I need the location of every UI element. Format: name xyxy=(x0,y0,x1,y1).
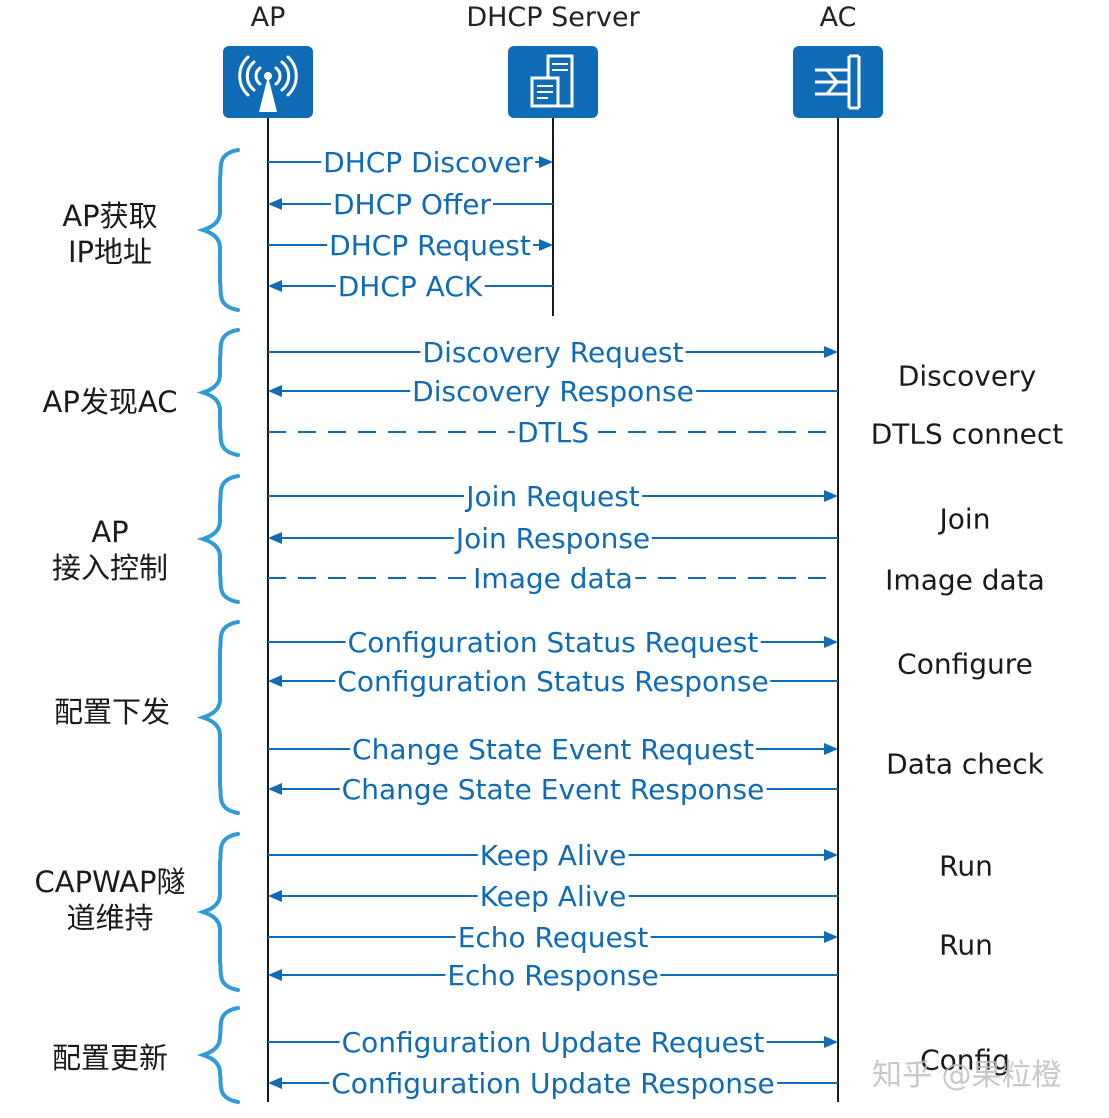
message-label: Join Response xyxy=(453,522,653,555)
arrowhead xyxy=(824,346,838,358)
arrowhead xyxy=(268,1077,282,1089)
phase-label-tunnel-keepalive: CAPWAP隧 道维持 xyxy=(35,864,186,936)
phase-label-tunnel-line1: CAPWAP隧 xyxy=(34,865,186,899)
message-label: DTLS xyxy=(514,416,592,449)
phase-brace xyxy=(196,1006,240,1104)
dhcp-server-icon xyxy=(508,46,598,118)
state-label: Config xyxy=(920,1043,1010,1077)
arrowhead xyxy=(824,849,838,861)
arrowhead xyxy=(539,156,553,168)
message-label: DHCP ACK xyxy=(335,270,485,303)
state-label: Run xyxy=(939,849,993,883)
arrowhead xyxy=(268,969,282,981)
phase-label-access-control-line1: AP xyxy=(91,515,129,549)
participant-dhcp-label: DHCP Server xyxy=(466,2,640,33)
message-label: Keep Alive xyxy=(477,839,629,872)
message-label: Discovery Request xyxy=(420,336,686,369)
phase-label-access-control-line2: 接入控制 xyxy=(51,551,169,585)
message-label: Discovery Response xyxy=(410,375,696,408)
message-label: Echo Request xyxy=(455,921,651,954)
ac-lifeline xyxy=(837,116,839,1102)
message-label: Configuration Update Request xyxy=(339,1026,767,1059)
arrowhead xyxy=(824,743,838,755)
phase-brace xyxy=(196,832,240,992)
message-label: Echo Response xyxy=(445,959,661,992)
phase-brace xyxy=(196,474,240,604)
arrowhead xyxy=(268,532,282,544)
phase-brace xyxy=(196,620,240,815)
message-label: Keep Alive xyxy=(477,880,629,913)
arrowhead xyxy=(268,280,282,292)
state-label: Configure xyxy=(897,647,1033,681)
message-label: Configuration Status Request xyxy=(345,626,761,659)
dhcp-lifeline xyxy=(552,116,554,316)
phase-label-discovery: AP发现AC xyxy=(42,385,178,419)
participant-ac-label: AC xyxy=(819,2,857,33)
participant-ap-label: AP xyxy=(250,2,286,33)
message-label: DHCP Request xyxy=(327,229,533,262)
arrowhead xyxy=(268,198,282,210)
state-label: Data check xyxy=(886,747,1044,781)
message-label: Configuration Status Response xyxy=(335,665,771,698)
phase-label-ip-line2: IP地址 xyxy=(67,235,153,269)
arrowhead xyxy=(824,1036,838,1048)
access-point-icon xyxy=(223,46,313,118)
watermark: 知乎 @果粒橙 xyxy=(872,1058,1062,1093)
state-label: DTLS connect xyxy=(870,417,1064,451)
state-label: Discovery xyxy=(897,359,1037,393)
phase-label-tunnel-line2: 道维持 xyxy=(66,901,154,935)
message-label: Change State Event Response xyxy=(339,773,767,806)
state-label: Image data xyxy=(885,563,1045,597)
state-label: Run xyxy=(939,928,993,962)
arrowhead xyxy=(824,636,838,648)
phase-brace xyxy=(196,148,240,312)
arrowhead xyxy=(539,239,553,251)
phase-label-config-deploy: 配置下发 xyxy=(53,695,171,729)
state-label: Join xyxy=(939,502,991,536)
phase-brace xyxy=(196,328,240,457)
phase-label-ip-line1: AP获取 xyxy=(62,199,158,233)
arrowhead xyxy=(268,890,282,902)
message-label: Configuration Update Response xyxy=(329,1067,777,1100)
phase-label-config-update: 配置更新 xyxy=(51,1041,169,1075)
message-label: Image data xyxy=(471,562,635,595)
message-label: DHCP Discover xyxy=(321,146,535,179)
phase-label-access-control: AP 接入控制 xyxy=(52,514,168,586)
arrowhead xyxy=(824,490,838,502)
message-label: Change State Event Request xyxy=(350,733,756,766)
phase-label-ip: AP获取 IP地址 xyxy=(62,198,157,270)
message-label: DHCP Offer xyxy=(330,188,494,221)
access-controller-icon xyxy=(793,46,883,118)
arrowhead xyxy=(268,783,282,795)
message-label: Join Request xyxy=(464,480,642,513)
arrowhead xyxy=(824,931,838,943)
arrowhead xyxy=(268,385,282,397)
arrowhead xyxy=(268,675,282,687)
ap-lifeline xyxy=(267,116,269,1102)
